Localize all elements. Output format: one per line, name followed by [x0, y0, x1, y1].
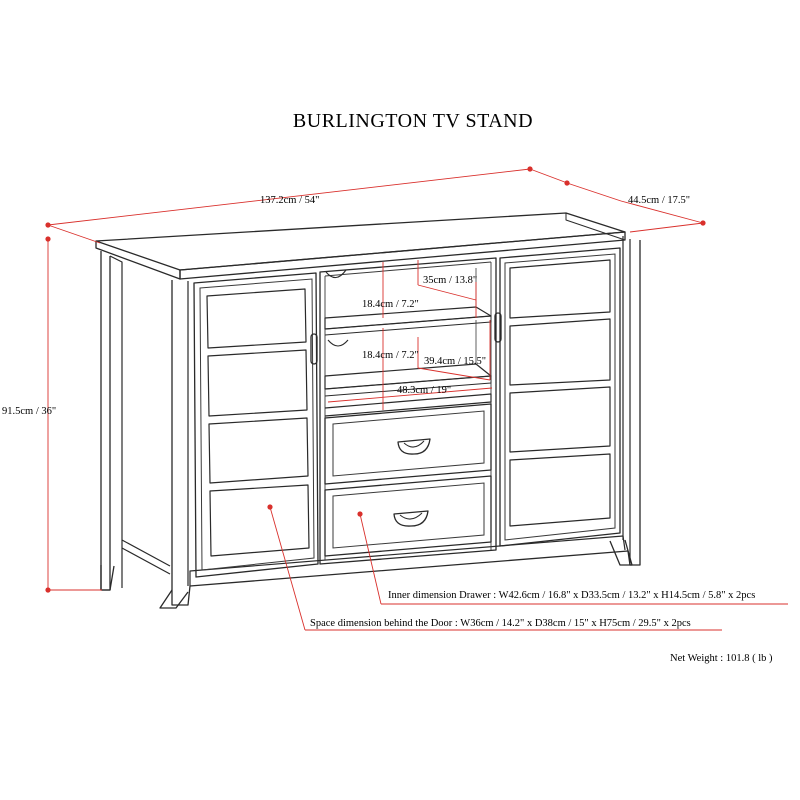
- height-label: 91.5cm / 36": [2, 406, 56, 417]
- front-frame: [171, 240, 641, 606]
- dimension-labels: 137.2cm / 54" 44.5cm / 17.5" 91.5cm / 36…: [2, 195, 690, 417]
- shelf-depth-top-label: 35cm / 13.8": [423, 275, 477, 286]
- dimension-lines: [45, 166, 788, 631]
- cable-cutout-top: [325, 269, 347, 279]
- front-left-leg: [159, 589, 189, 609]
- diagram-title: BURLINGTON TV STAND: [293, 110, 533, 132]
- door-space-note: Space dimension behind the Door : W36cm …: [310, 618, 691, 629]
- drawer-bottom-handle: [393, 510, 429, 527]
- shelf-width-label: 48.3cm / 19": [397, 385, 451, 396]
- front-right-leg: [609, 539, 633, 566]
- spec-notes: Inner dimension Drawer : W42.6cm / 16.8"…: [310, 590, 773, 664]
- depth-dot-left: [564, 180, 570, 186]
- tv-stand-drawing: [95, 212, 641, 609]
- left-side-panel: [100, 251, 111, 591]
- shelf-height-top-label: 18.4cm / 7.2": [362, 299, 419, 310]
- left-back-leg: [100, 565, 115, 591]
- left-door-handle: [310, 333, 318, 365]
- drawer-top-handle: [397, 438, 431, 455]
- cable-cutout-mid: [327, 339, 349, 347]
- left-door: [193, 272, 319, 578]
- shelf-depth-mid-line: [417, 367, 491, 381]
- height-dot-top: [45, 236, 51, 242]
- top-surface: [95, 212, 626, 271]
- top-back-edge: [565, 213, 626, 241]
- net-weight-note: Net Weight : 101.8 ( lb ): [670, 653, 773, 664]
- depth-dimension-line: [620, 200, 704, 224]
- top-front-edge: [179, 231, 626, 280]
- drawer-bottom: [324, 475, 492, 557]
- top-side-edge: [95, 241, 181, 280]
- shelf-depth-top-line: [417, 284, 477, 301]
- depth-label: 44.5cm / 17.5": [628, 195, 690, 206]
- shelf-height-mid-label: 18.4cm / 7.2": [362, 350, 419, 361]
- right-door: [494, 247, 621, 547]
- shelf-width-line: [327, 387, 493, 403]
- drawer-dimension-note: Inner dimension Drawer : W42.6cm / 16.8"…: [388, 590, 755, 601]
- width-label: 137.2cm / 54": [260, 195, 319, 206]
- drawer-top: [324, 403, 492, 485]
- shelf-depth-mid-label: 39.4cm / 15.5": [424, 356, 486, 367]
- width-dimension-line: [47, 168, 531, 226]
- right-door-handle: [494, 312, 502, 343]
